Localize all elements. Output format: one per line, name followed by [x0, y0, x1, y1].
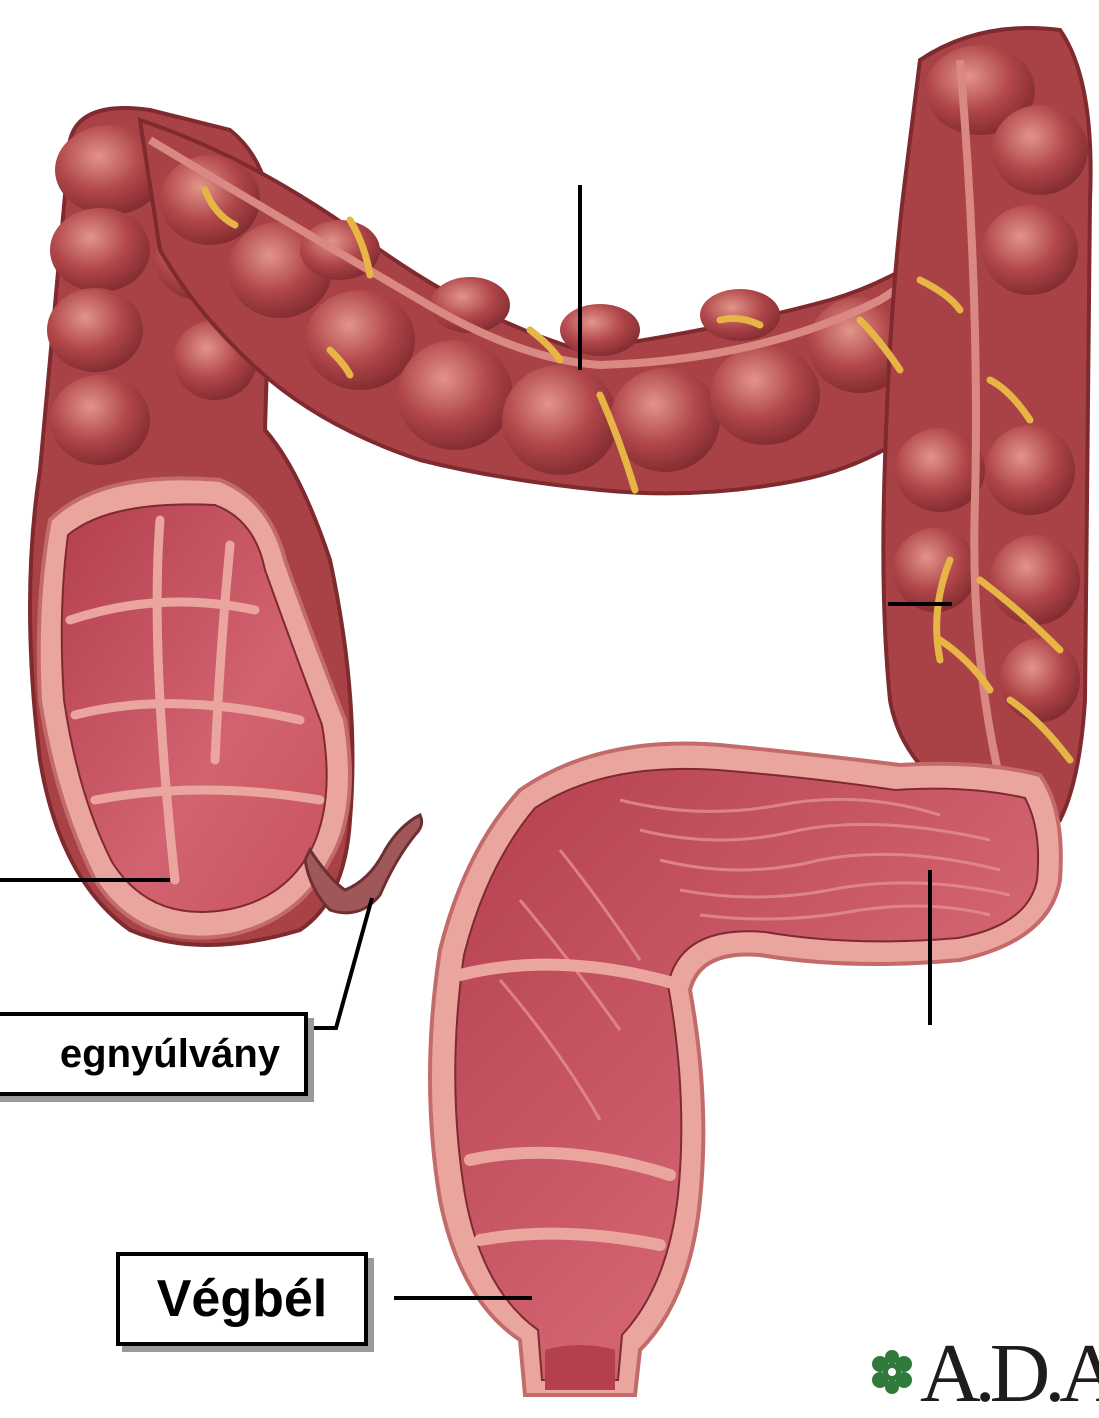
appendix-label-text: egnyúlvány [60, 1032, 280, 1077]
appendix-label: egnyúlvány [0, 1012, 308, 1096]
descending-colon [883, 28, 1090, 820]
adam-logo-text: A.D.A [920, 1330, 1099, 1418]
adam-logo: A.D.A [858, 1330, 1099, 1418]
rectum-label: Végbél [116, 1252, 368, 1346]
rectum-label-text: Végbél [157, 1269, 328, 1329]
